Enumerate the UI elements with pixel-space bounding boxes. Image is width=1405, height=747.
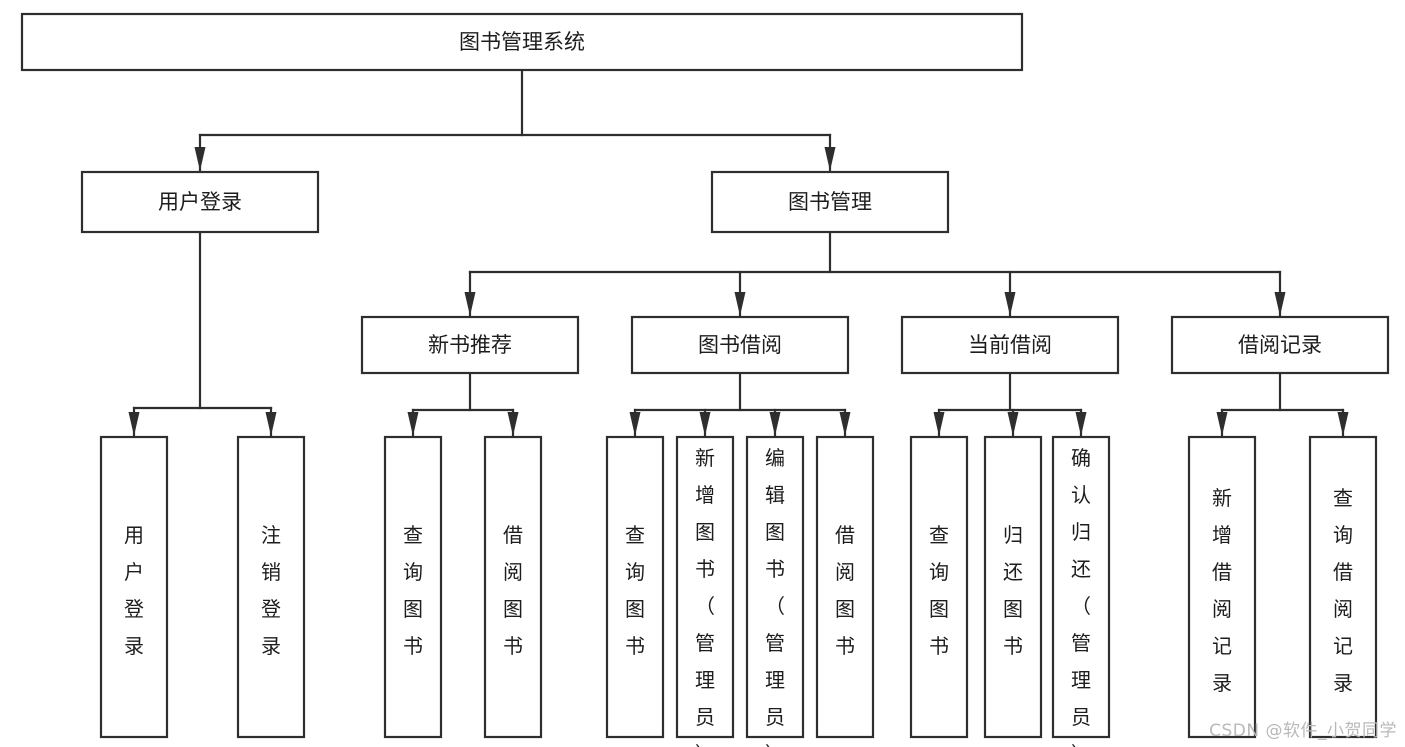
- arrow-head-icon: [839, 412, 851, 436]
- node-level2-1-label: 图书管理: [788, 190, 872, 214]
- arrow-head-icon: [699, 412, 711, 436]
- node-level2-1[interactable]: 图书管理: [710, 170, 950, 234]
- node-level2-0[interactable]: 用户登录: [80, 170, 320, 234]
- node-leaf-12-rect: [1308, 435, 1378, 739]
- node-boxes: 图书管理系统用户登录图书管理新书推荐图书借阅当前借阅借阅记录用户登录注销登录查询…: [20, 12, 1390, 747]
- node-leaf-1[interactable]: 注销登录: [236, 435, 306, 739]
- node-leaf-11[interactable]: 新增借阅记录: [1187, 435, 1257, 739]
- arrow-head-icon: [194, 147, 206, 171]
- node-leaf-3-rect: [483, 435, 543, 739]
- node-level3-0-label: 新书推荐: [428, 333, 512, 357]
- node-level3-1-rect: [630, 315, 850, 375]
- node-leaf-5-rect: [675, 435, 735, 739]
- node-level3-0-rect: [360, 315, 580, 375]
- node-leaf-4-rect: [605, 435, 665, 739]
- node-leaf-7-rect: [815, 435, 875, 739]
- node-level3-1[interactable]: 图书借阅: [630, 315, 850, 375]
- arrow-head-icon: [507, 412, 519, 436]
- node-leaf-2-label: 查询图书: [403, 523, 423, 658]
- arrow-head-icon: [629, 412, 641, 436]
- node-level3-2[interactable]: 当前借阅: [900, 315, 1120, 375]
- node-level3-3-rect: [1170, 315, 1390, 375]
- arrow-head-icon: [407, 412, 419, 436]
- arrow-head-icon: [734, 292, 746, 316]
- node-root[interactable]: 图书管理系统: [20, 12, 1024, 72]
- arrow-head-icon: [933, 412, 945, 436]
- node-level2-0-rect: [80, 170, 320, 234]
- arrow-head-icon: [1216, 412, 1228, 436]
- node-leaf-6-rect: [745, 435, 805, 739]
- node-leaf-0-label: 用户登录: [124, 523, 144, 658]
- node-leaf-12-label: 查询借阅记录: [1333, 486, 1353, 695]
- node-leaf-5-label: 新增图书（管理员）: [695, 446, 715, 747]
- node-leaf-3-label: 借阅图书: [503, 523, 523, 658]
- arrow-head-icon: [265, 412, 277, 436]
- arrow-heads: [128, 147, 1349, 436]
- node-leaf-5[interactable]: 新增图书（管理员）: [675, 435, 735, 747]
- arrow-head-icon: [128, 412, 140, 436]
- node-root-rect: [20, 12, 1024, 72]
- connector-lines: [132, 68, 1345, 438]
- node-level3-2-rect: [900, 315, 1120, 375]
- arrow-head-icon: [1274, 292, 1286, 316]
- node-leaf-9-rect: [983, 435, 1043, 739]
- node-leaf-7[interactable]: 借阅图书: [815, 435, 875, 739]
- node-leaf-11-rect: [1187, 435, 1257, 739]
- arrow-head-icon: [824, 147, 836, 171]
- node-level3-2-label: 当前借阅: [968, 333, 1052, 357]
- node-root-label: 图书管理系统: [459, 30, 585, 54]
- node-leaf-9[interactable]: 归还图书: [983, 435, 1043, 739]
- node-level2-1-rect: [710, 170, 950, 234]
- arrow-head-icon: [1007, 412, 1019, 436]
- node-leaf-2-rect: [383, 435, 443, 739]
- arrow-head-icon: [1075, 412, 1087, 436]
- node-level3-0[interactable]: 新书推荐: [360, 315, 580, 375]
- node-leaf-6-label: 编辑图书（管理员）: [765, 446, 785, 747]
- node-leaf-10-rect: [1051, 435, 1111, 739]
- node-leaf-8-label: 查询图书: [929, 523, 949, 658]
- node-leaf-12[interactable]: 查询借阅记录: [1308, 435, 1378, 739]
- node-leaf-1-label: 注销登录: [261, 523, 281, 658]
- node-leaf-4-label: 查询图书: [625, 523, 645, 658]
- arrow-head-icon: [1004, 292, 1016, 316]
- node-leaf-6[interactable]: 编辑图书（管理员）: [745, 435, 805, 747]
- node-leaf-1-rect: [236, 435, 306, 739]
- node-leaf-10[interactable]: 确认归还（管理员）: [1051, 435, 1111, 747]
- node-leaf-0[interactable]: 用户登录: [99, 435, 169, 739]
- node-level3-3[interactable]: 借阅记录: [1170, 315, 1390, 375]
- node-leaf-10-label: 确认归还（管理员）: [1071, 446, 1091, 747]
- node-leaf-4[interactable]: 查询图书: [605, 435, 665, 739]
- node-leaf-8[interactable]: 查询图书: [909, 435, 969, 739]
- node-level3-3-label: 借阅记录: [1238, 333, 1322, 357]
- node-leaf-3[interactable]: 借阅图书: [483, 435, 543, 739]
- node-level3-1-label: 图书借阅: [698, 333, 782, 357]
- node-leaf-7-label: 借阅图书: [835, 523, 855, 658]
- node-level2-0-label: 用户登录: [158, 190, 242, 214]
- arrow-head-icon: [464, 292, 476, 316]
- node-leaf-11-label: 新增借阅记录: [1212, 486, 1232, 695]
- node-leaf-9-label: 归还图书: [1003, 523, 1023, 658]
- node-leaf-0-rect: [99, 435, 169, 739]
- arrow-head-icon: [769, 412, 781, 436]
- arrow-head-icon: [1337, 412, 1349, 436]
- node-leaf-8-rect: [909, 435, 969, 739]
- node-leaf-2[interactable]: 查询图书: [383, 435, 443, 739]
